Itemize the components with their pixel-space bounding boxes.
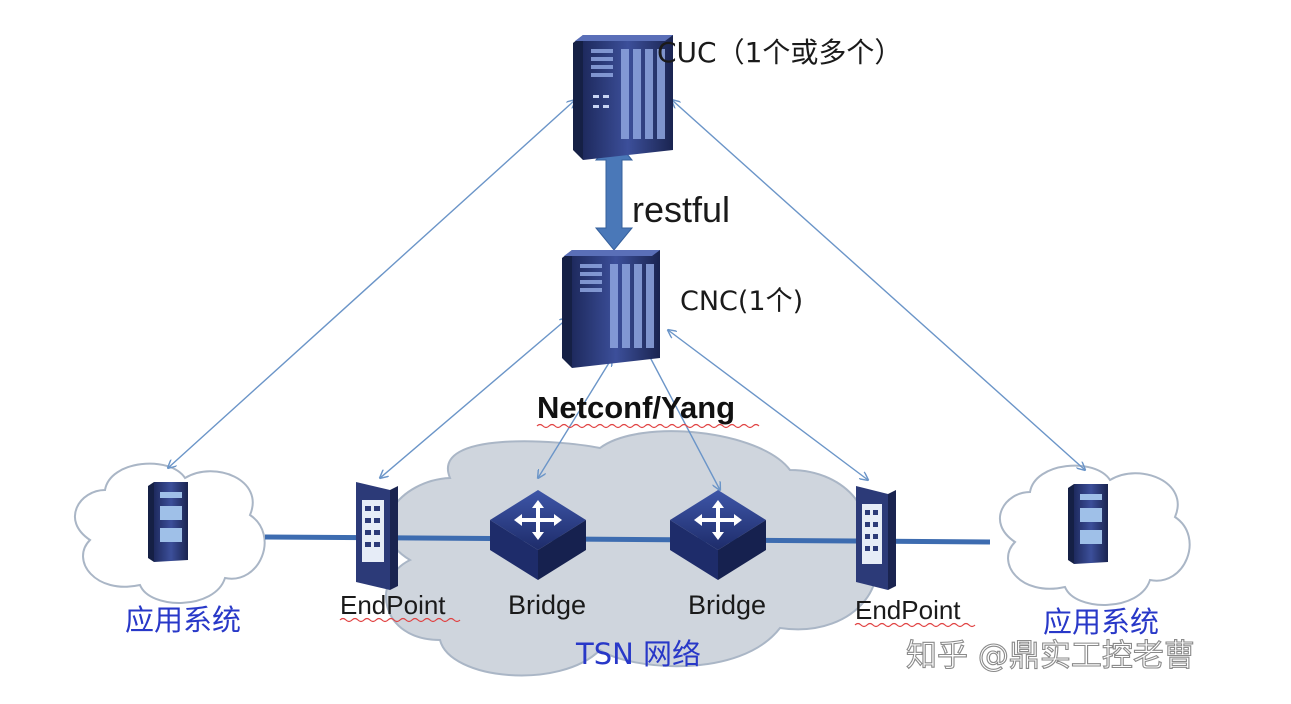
arrow-cuc-app-left	[168, 100, 575, 468]
endpoint-left-spellcheck-underline	[339, 617, 461, 623]
cuc-label: CUC（1个或多个）	[657, 36, 902, 69]
arrow-cnc-endpoint-left	[380, 318, 568, 478]
cuc-server-icon	[573, 35, 673, 160]
arrow-cnc-bridge-left	[538, 358, 612, 478]
arrow-cnc-endpoint-right	[668, 330, 868, 480]
app-right-label: 应用系统	[1043, 605, 1159, 639]
app-server-icon-right	[1068, 484, 1108, 564]
bridge-switch-icon-left	[490, 490, 586, 580]
endpoint-device-icon-right	[856, 486, 896, 590]
endpoint-left-label: EndPoint	[340, 590, 446, 620]
cnc-server-icon	[562, 250, 660, 368]
arrow-cuc-app-right	[672, 100, 1085, 470]
bridge-left-label: Bridge	[508, 590, 586, 620]
endpoint-right-label: EndPoint	[855, 595, 961, 625]
netconf-yang-label: Netconf/Yang	[537, 390, 735, 425]
tsn-network-label: TSN 网络	[575, 637, 701, 671]
app-server-icon-left	[148, 482, 188, 562]
bridge-switch-icon-right	[670, 490, 766, 580]
watermark-text: 知乎 @鼎实工控老曹	[906, 638, 1195, 674]
endpoint-device-icon-left	[356, 482, 398, 590]
netconf-spellcheck-underline	[536, 423, 760, 429]
control-arrows	[168, 100, 1085, 490]
cnc-label: CNC(1个)	[680, 286, 803, 317]
endpoint-right-spellcheck-underline	[854, 622, 976, 628]
restful-label: restful	[632, 189, 730, 230]
app-left-label: 应用系统	[125, 603, 241, 637]
bridge-right-label: Bridge	[688, 590, 766, 620]
